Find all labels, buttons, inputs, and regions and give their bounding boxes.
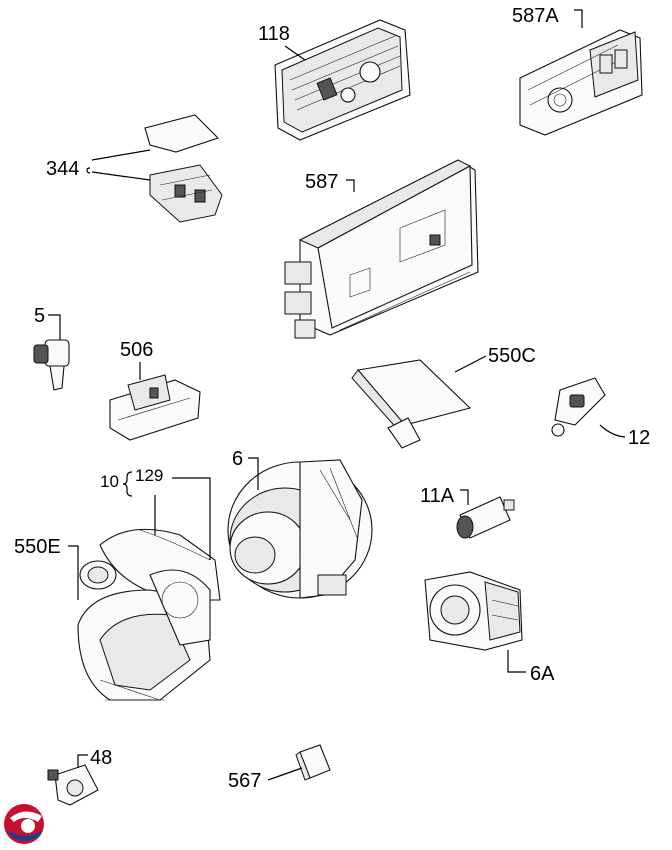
leader-129	[172, 477, 211, 560]
leader-6	[248, 457, 259, 490]
label-587: 587	[305, 171, 338, 193]
part-118-control-board[interactable]	[274, 19, 411, 141]
brand-logo	[4, 804, 44, 844]
part-587-main-module[interactable]	[284, 159, 479, 339]
leader-587a	[574, 9, 583, 28]
part-5-valve[interactable]	[33, 339, 70, 391]
leader-118	[284, 45, 306, 61]
label-6: 6	[232, 448, 243, 470]
part-587a-control-module[interactable]	[519, 29, 643, 136]
label-567: 567	[228, 770, 261, 792]
label-587a: 587A	[512, 5, 559, 27]
part-550e-sump-cover[interactable]	[77, 569, 211, 701]
leader-550e	[68, 545, 79, 600]
part-550c-cover[interactable]	[351, 359, 472, 449]
part-6a-drain-pump[interactable]	[424, 571, 523, 651]
part-567-connector[interactable]	[295, 744, 331, 781]
label-118: 118	[258, 23, 290, 45]
label-5: 5	[34, 305, 45, 327]
part-6-pump-motor[interactable]	[227, 459, 373, 599]
leader-12	[599, 424, 626, 438]
label-10: 10	[100, 472, 119, 491]
label-129: 129	[135, 466, 163, 485]
leader-344	[86, 149, 151, 181]
label-48: 48	[90, 747, 112, 769]
part-48-valve[interactable]	[47, 764, 99, 806]
part-12-sensor[interactable]	[551, 377, 606, 437]
leader-550c	[454, 355, 487, 373]
part-344-connector-set[interactable]	[144, 114, 223, 223]
label-6a: 6A	[530, 663, 555, 685]
leader-6a	[507, 650, 526, 673]
label-344: 344	[46, 158, 79, 180]
label-506: 506	[120, 339, 153, 361]
label-550e: 550E	[14, 536, 61, 558]
leader-587	[346, 179, 355, 192]
part-11a-actuator[interactable]	[456, 496, 515, 539]
label-11a: 11A	[420, 485, 455, 507]
leader-48	[77, 754, 88, 768]
label-12: 12	[628, 427, 650, 449]
leader-5	[48, 314, 61, 340]
leader-567	[267, 767, 303, 781]
part-506-bracket[interactable]	[109, 374, 201, 441]
leader-10-brace	[122, 471, 133, 497]
label-550c: 550C	[488, 345, 536, 367]
leader-11a	[460, 489, 469, 505]
